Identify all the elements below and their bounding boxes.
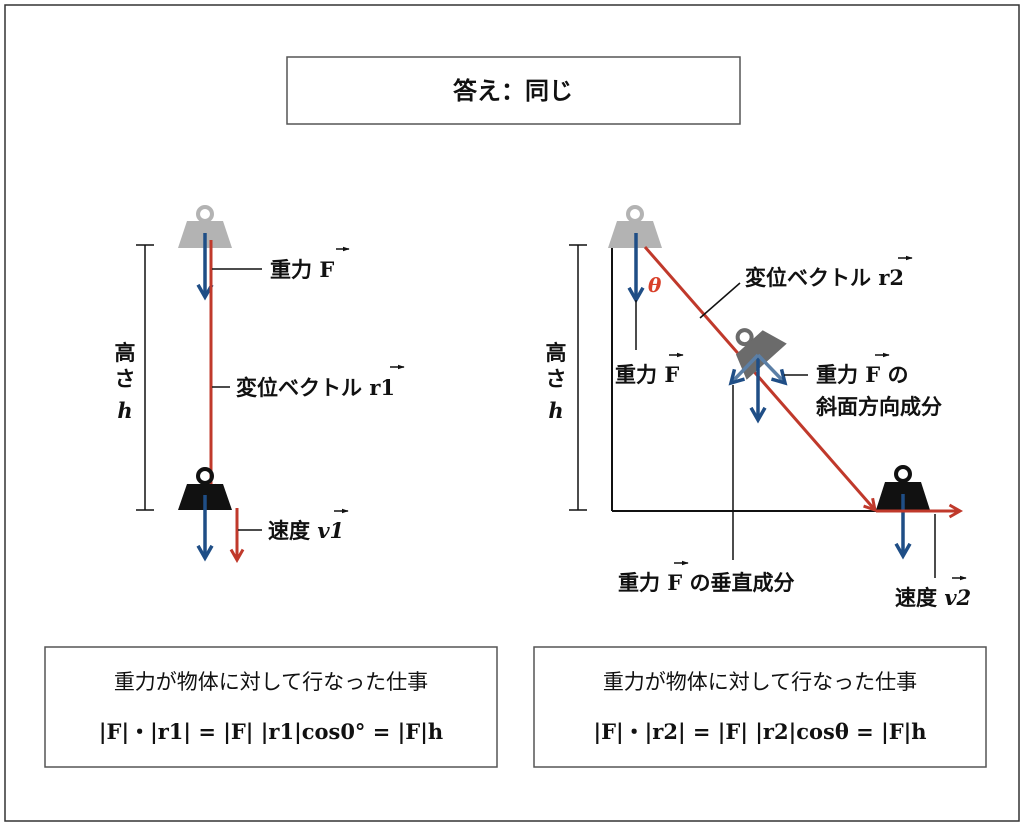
right-slope-comp-label-2: 斜面方向成分 xyxy=(815,394,942,419)
left-velocity-label: 速度 v1 xyxy=(268,518,344,543)
right-displacement-label: 変位ベクトル r2 xyxy=(745,265,904,290)
right-work-formula: |F|・|r2| = |F| |r2|cosθ = |F|h xyxy=(593,719,926,744)
right-displacement-leader xyxy=(699,282,741,319)
answer-box xyxy=(286,56,741,125)
right-diagram: 高 さ h θ xyxy=(546,205,971,610)
left-gravity-label: 重力 F xyxy=(270,257,334,282)
left-displacement-label: 変位ベクトル r1 xyxy=(236,375,395,400)
right-weight-mid-icon xyxy=(735,328,787,380)
left-work-formula: |F|・|r1| = |F| |r1|cos0° = |F|h xyxy=(99,719,443,744)
right-perp-comp-label: 重力 F の垂直成分 xyxy=(618,570,795,595)
right-slope-comp-label-1: 重力 F の xyxy=(816,362,909,387)
left-diagram: 高 さ h 重力 F 変位ベクトル r1 速度 v1 xyxy=(115,205,405,564)
right-slope-component-arrow xyxy=(756,353,788,386)
right-velocity-label: 速度 v2 xyxy=(895,585,971,610)
right-displacement-arrow xyxy=(643,246,877,513)
right-height-label-1: 高 xyxy=(546,340,567,365)
right-work-title: 重力が物体に対して行なった仕事 xyxy=(603,670,917,694)
right-gravity-label: 重力 F xyxy=(615,362,679,387)
right-perpendicular-component-arrow xyxy=(728,353,760,386)
left-height-var: h xyxy=(117,398,132,423)
right-height-label-2: さ xyxy=(546,366,567,391)
left-work-box xyxy=(44,646,498,768)
left-work-title: 重力が物体に対して行なった仕事 xyxy=(114,670,428,694)
right-height-var: h xyxy=(548,398,563,423)
left-height-label-2: さ xyxy=(115,366,136,391)
left-height-label-1: 高 xyxy=(115,340,136,365)
answer-text: 答え：同じ xyxy=(453,76,573,105)
right-theta-label: θ xyxy=(648,273,662,297)
right-work-box xyxy=(533,646,987,768)
